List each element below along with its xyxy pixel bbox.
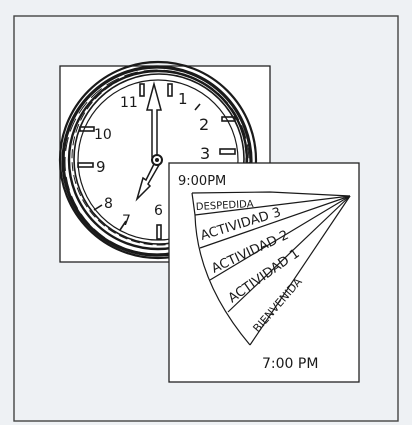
clock-numeral: 6 xyxy=(154,203,163,219)
clock-numeral: 11 xyxy=(120,95,138,111)
clock-numeral: 10 xyxy=(94,127,112,143)
clock-numeral: 3 xyxy=(200,144,210,163)
start-time-label: 9:00PM xyxy=(178,174,226,189)
clock-numeral: 7 xyxy=(122,213,131,229)
clock-numeral: 1 xyxy=(178,90,188,108)
schedule-card: 9:00PM DESPEDIDA ACTIVIDAD 3 ACTIVIDAD 2… xyxy=(169,163,359,382)
clock-numeral: 2 xyxy=(199,115,209,134)
clock-numeral: 9 xyxy=(96,158,106,176)
clock-numeral: 8 xyxy=(104,196,113,212)
end-time-label: 7:00 PM xyxy=(262,356,318,372)
